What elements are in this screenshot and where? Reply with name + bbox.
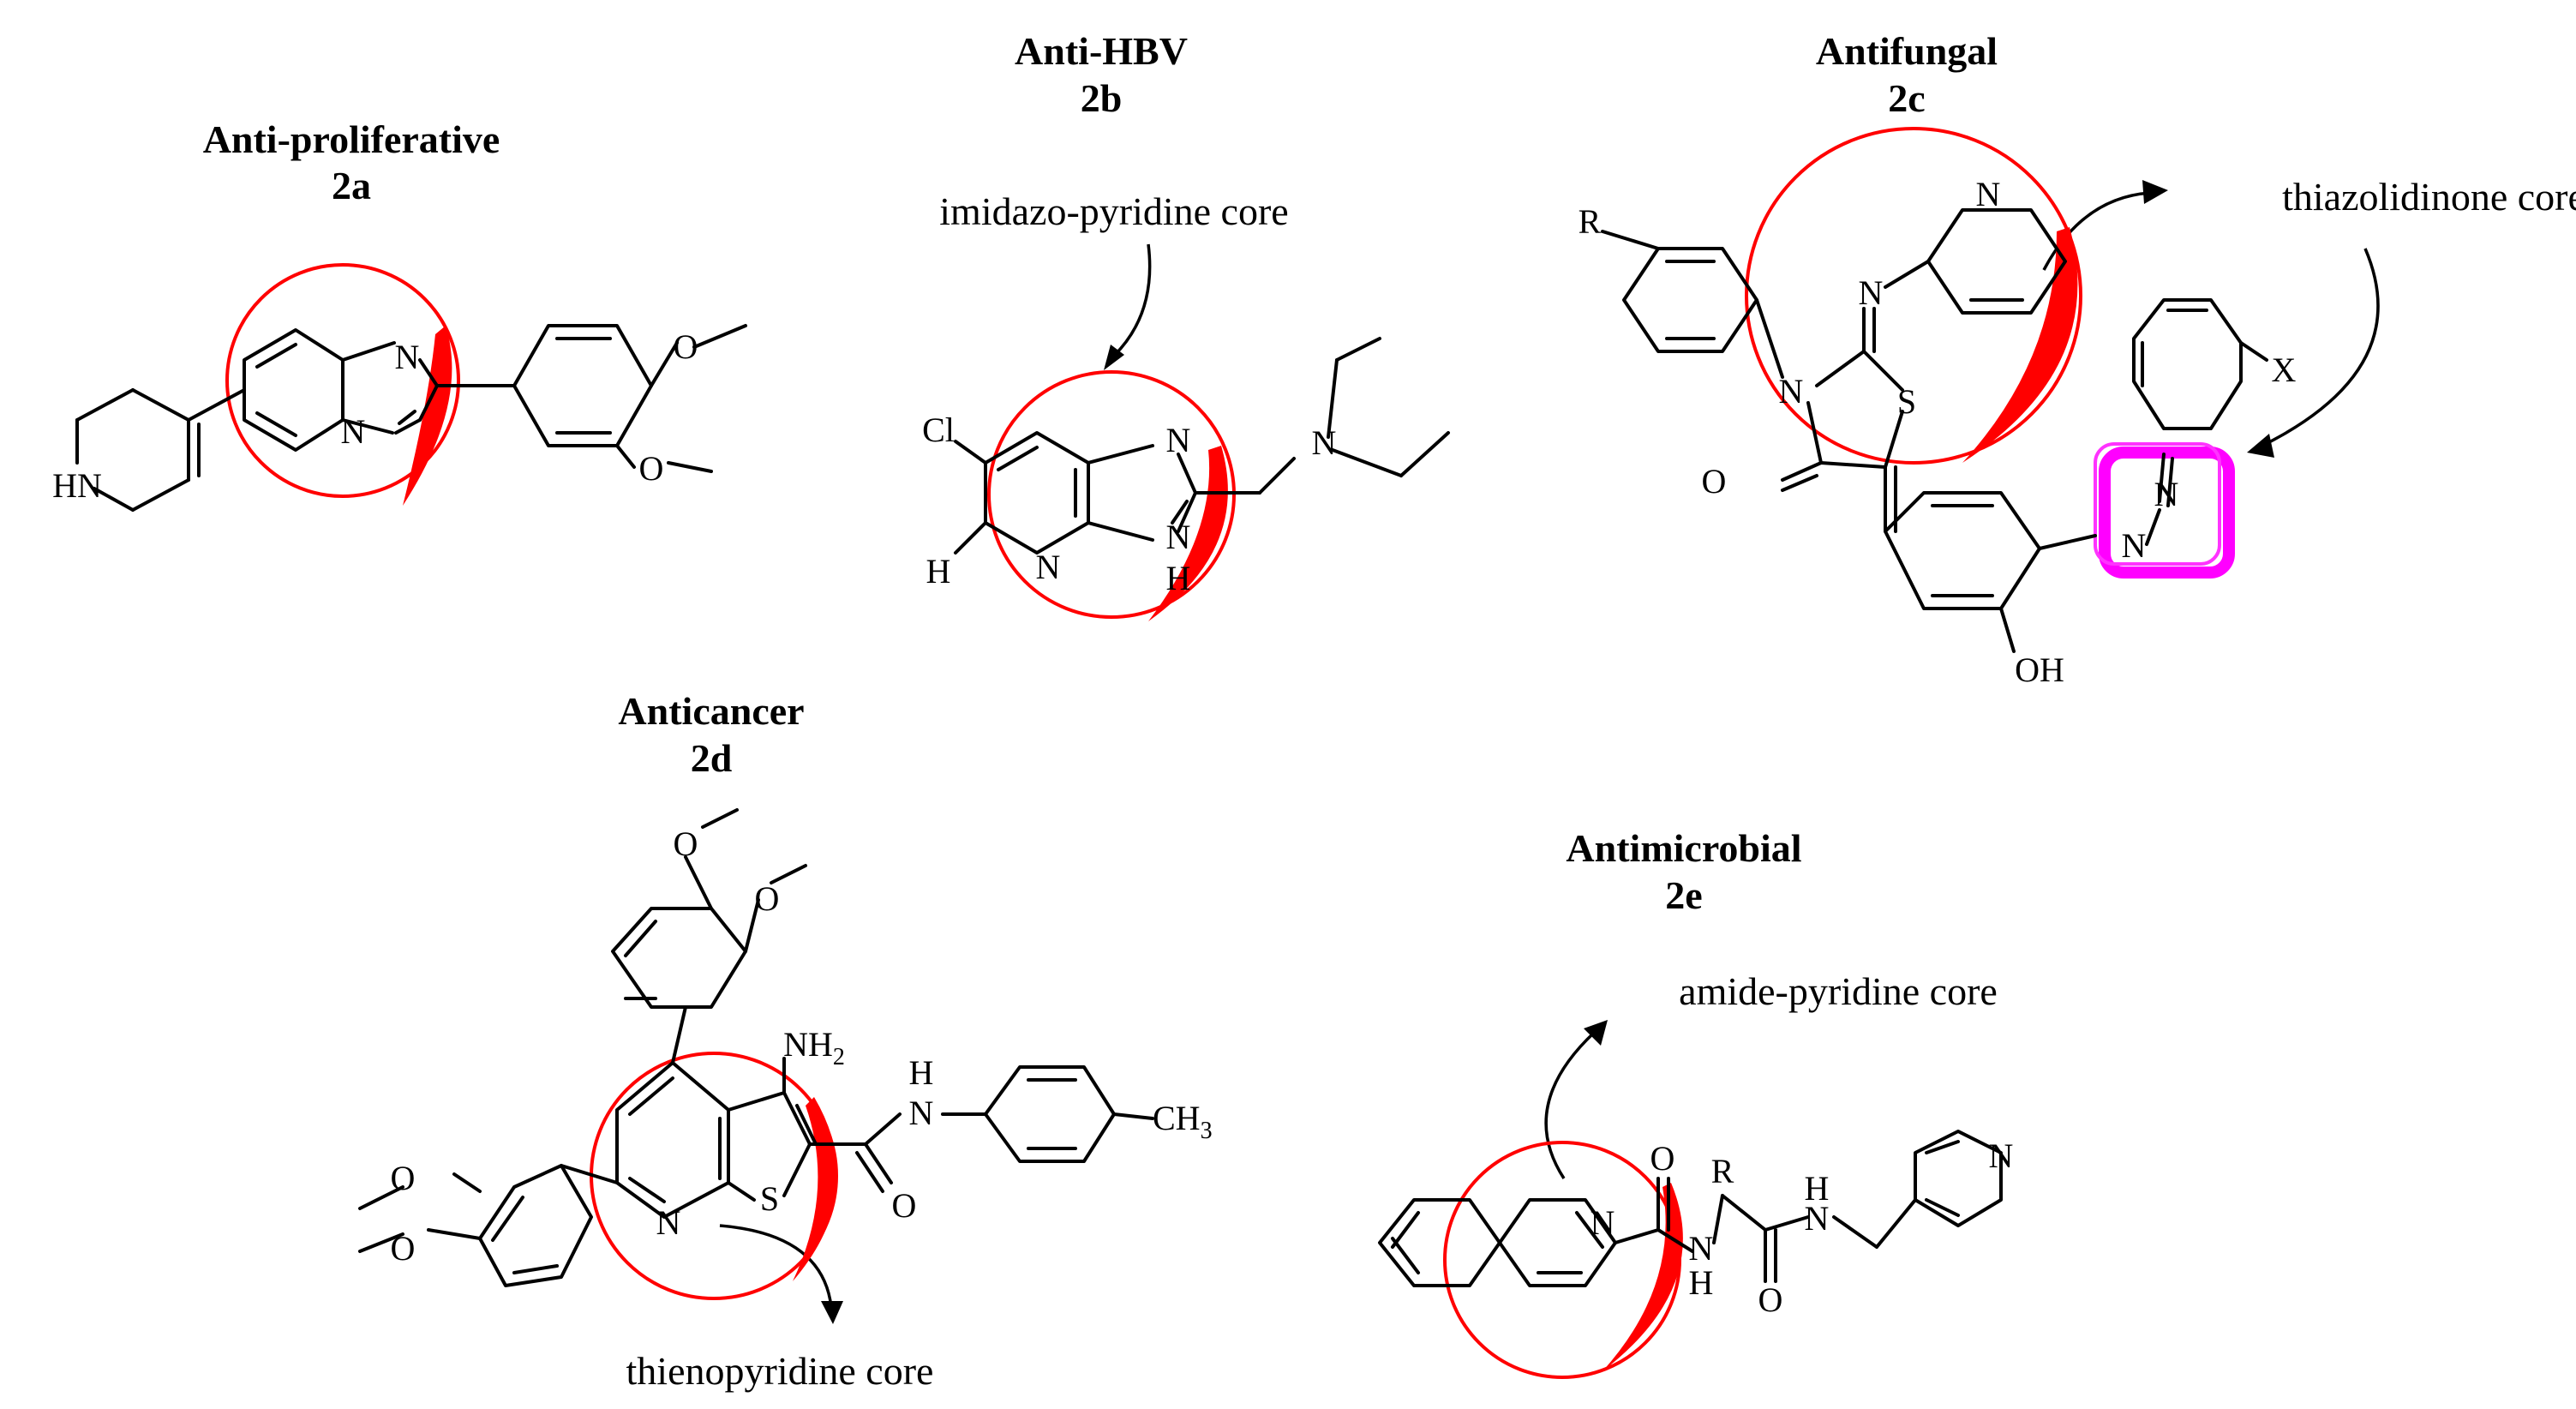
compound-2d-atom-o-2: O <box>755 879 780 918</box>
compound-2e: Antimicrobial 2e amide-pyridine core <box>1378 826 2014 1379</box>
compound-2d-atom-s: S <box>760 1179 779 1218</box>
compound-2b-activity: Anti-HBV <box>1015 29 1188 73</box>
compound-2d-core-arrow <box>719 1224 833 1308</box>
compound-2d-atom-o-4: O <box>391 1229 416 1268</box>
compound-2b-core-highlight <box>987 370 1236 621</box>
compound-2a-atom-o-1: O <box>674 327 698 366</box>
compound-2a-structure <box>75 324 747 512</box>
compound-2c-atom-o: O <box>1702 462 1727 501</box>
compound-2a-core-highlight <box>225 263 460 506</box>
compound-2d-atom-o-3: O <box>391 1159 416 1197</box>
compound-2c-atom-r: R <box>1579 202 1602 241</box>
compound-2c-core-note: thiazolidinone core <box>2282 175 2576 219</box>
compound-2e-atom-o-1: O <box>1650 1139 1675 1178</box>
compound-2d-core-highlight <box>590 1052 838 1300</box>
compound-2d-label: 2d <box>691 736 733 780</box>
compound-2a-activity: Anti-proliferative <box>203 117 500 161</box>
compound-2e-core-arrowhead <box>1584 1020 1608 1046</box>
compound-2b-core-note: imidazo-pyridine core <box>939 189 1288 233</box>
compound-2b-atom-nh-h: H <box>1166 559 1191 597</box>
compound-2c-azo-arrowhead <box>2247 434 2274 458</box>
compound-2b-label: 2b <box>1081 76 1123 120</box>
compound-2b-atom-n-imidazole: N <box>1166 421 1191 459</box>
compound-2b-atom-n-amine: N <box>1312 423 1337 462</box>
compound-2e-atom-n-pyridine: N <box>1989 1136 2014 1175</box>
compound-2a-label: 2a <box>332 164 371 207</box>
compound-2c-activity: Antifungal <box>1816 29 1998 73</box>
compound-2b-atom-h: H <box>926 552 951 591</box>
compound-2d-atom-nh2-subscript: 2 <box>833 1044 845 1070</box>
compound-2b-atom-cl: Cl <box>922 411 955 449</box>
compound-2e-core-arrow <box>1544 1031 1596 1179</box>
compound-2d-core-arrowhead <box>821 1301 843 1324</box>
compound-2a-atom-hn: HN <box>52 466 102 505</box>
compound-2e-activity: Antimicrobial <box>1566 826 1801 870</box>
compound-2c-structure <box>1601 208 2268 653</box>
compound-2d-atom-nh2-base: NH <box>783 1025 833 1064</box>
compound-2e-atom-amide-h-2: H <box>1689 1263 1714 1302</box>
compound-2b-structure <box>954 337 1450 555</box>
compound-2c-atom-n-azo-1: N <box>2154 475 2179 513</box>
compound-2c-atom-s: S <box>1897 382 1916 421</box>
compound-2c-core-arrowhead <box>2142 180 2168 204</box>
compound-2b-core-arrow <box>1112 243 1152 357</box>
compound-2c-atom-n-ring: N <box>1779 372 1804 411</box>
compound-2c-atom-n-azo-2: N <box>2122 526 2147 565</box>
compound-2a-atom-o-2: O <box>639 449 664 488</box>
compound-2e-label: 2e <box>1665 873 1702 917</box>
compound-2e-atom-amide-h-1: H <box>1805 1169 1830 1208</box>
compound-2b-atom-nh: N <box>1166 518 1191 556</box>
compound-2c-azo-highlight <box>2094 442 2235 579</box>
compound-2d-atom-o-carbonyl: O <box>892 1186 917 1225</box>
compound-2d-activity: Anticancer <box>618 689 804 733</box>
compound-2e-core-note: amide-pyridine core <box>1679 969 1998 1013</box>
compound-2d-structure <box>358 808 1154 1287</box>
compound-2e-atom-n-quinoline: N <box>1591 1203 1615 1242</box>
compound-2b: Anti-HBV 2b imidazo-pyridine core <box>922 29 1450 621</box>
compound-2c-core-highlight <box>1745 127 2082 465</box>
compound-2c-atom-n-pyridine: N <box>1976 175 2001 213</box>
compound-2a: Anti-proliferative 2a <box>52 117 747 512</box>
compound-2b-core-arrowhead <box>1104 345 1124 370</box>
compound-2d-atom-nh2: NH2 <box>783 1025 845 1070</box>
compound-2d: Anticancer 2d thienopyridine core <box>358 689 1213 1393</box>
compound-2e-atom-r: R <box>1711 1152 1734 1190</box>
compound-2d-atom-amide-n: N <box>909 1094 934 1132</box>
compound-2c-azo-arrow <box>2261 248 2380 447</box>
compound-2e-atom-o-2: O <box>1758 1280 1783 1319</box>
compound-2c: Antifungal 2c thiazolidinone core <box>1579 29 2576 689</box>
compound-2d-atom-ch3-subscript: 3 <box>1201 1118 1213 1144</box>
compound-2e-structure <box>1378 1130 2003 1287</box>
compound-2d-core-note: thienopyridine core <box>626 1349 934 1393</box>
compound-2c-label: 2c <box>1888 76 1925 120</box>
compound-2c-atom-n-imine: N <box>1859 273 1884 312</box>
compound-2b-atom-n-pyridine: N <box>1036 548 1061 586</box>
compound-2e-atom-amide-n-1: N <box>1805 1199 1830 1238</box>
compound-2c-core-arrow <box>2042 191 2152 271</box>
compound-2d-atom-ch3: CH3 <box>1153 1099 1213 1144</box>
compound-2d-atom-amide-h: H <box>909 1053 934 1092</box>
compound-2d-atom-n-pyridine: N <box>656 1203 681 1242</box>
compound-2e-core-highlight <box>1443 1141 1683 1379</box>
compound-2a-atom-n-2: N <box>341 412 366 451</box>
compound-2d-atom-ch3-base: CH <box>1153 1099 1201 1137</box>
compound-2d-atom-o-1: O <box>674 824 698 863</box>
compound-2c-atom-x: X <box>2272 351 2297 389</box>
compound-2a-atom-n-1: N <box>395 338 420 376</box>
compound-2e-atom-amide-n-2: N <box>1689 1229 1714 1268</box>
compound-2c-atom-oh: OH <box>2015 651 2064 689</box>
